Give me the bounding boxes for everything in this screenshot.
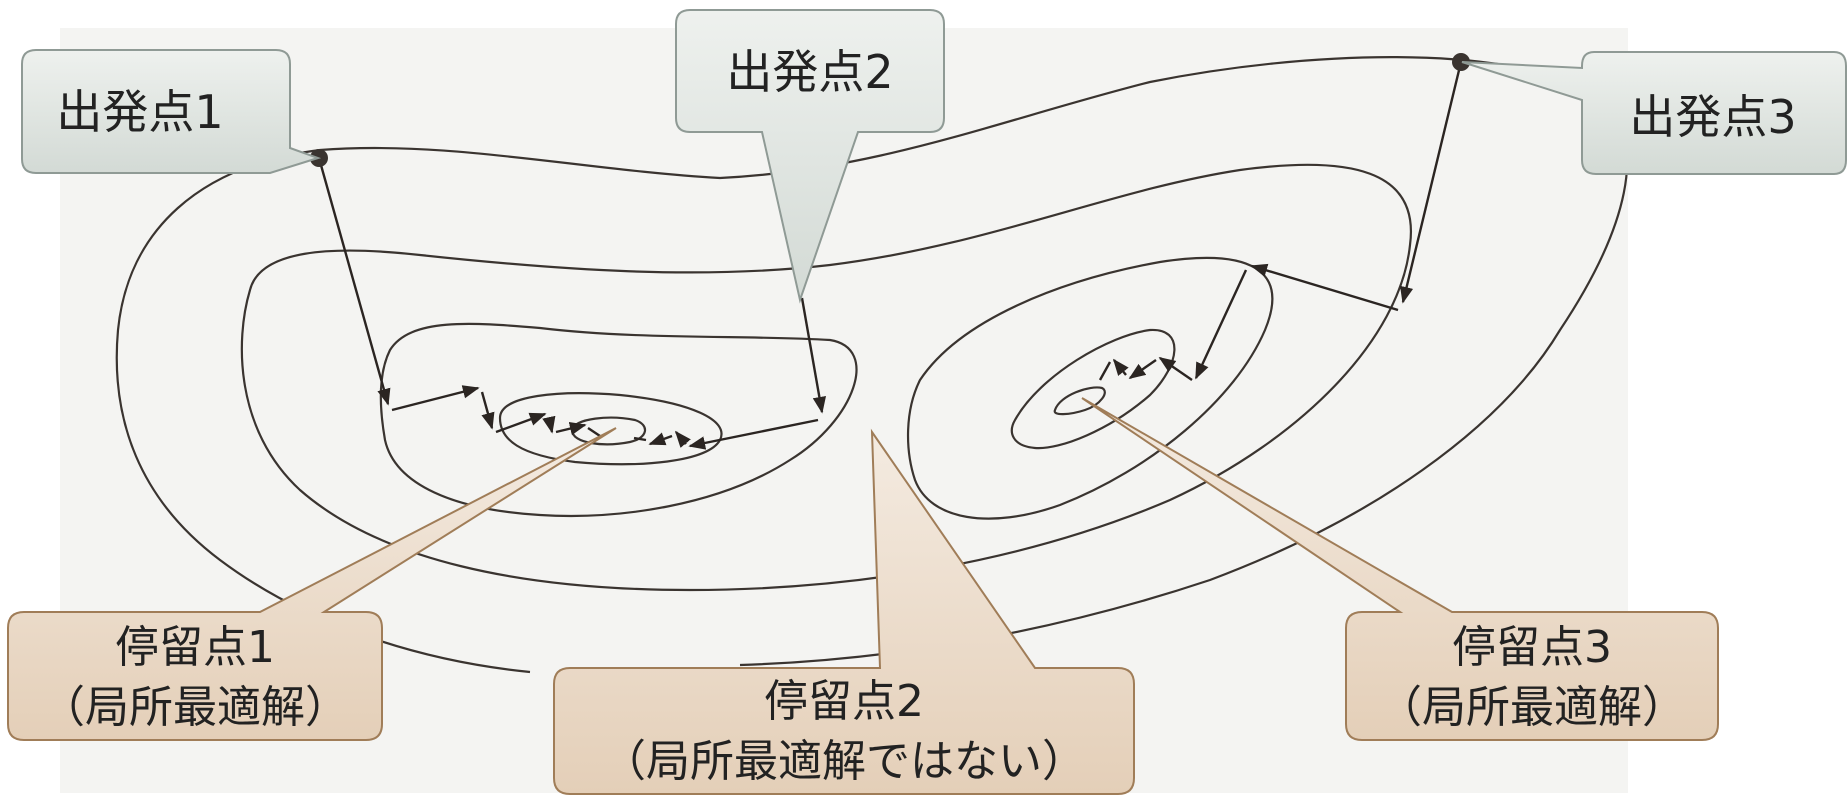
callout-start-3: 出発点3 <box>1461 51 1847 175</box>
contour-line-innermost-right <box>1053 386 1106 416</box>
contour-line-3-left <box>379 322 858 518</box>
descent-path-3-step <box>1250 263 1399 312</box>
callout-stationary-1: 停留点1 （局所最適解） <box>7 427 617 741</box>
descent-paths <box>317 61 1463 450</box>
callout-stationary-2-line2: （局所最適解ではない） <box>602 736 1086 787</box>
descent-path-3-step <box>1112 358 1129 377</box>
callout-stationary-3-line1: 停留点3 <box>1452 622 1612 673</box>
callout-stationary-1-line1: 停留点1 <box>115 622 275 673</box>
callout-stationary-2: 停留点2 （局所最適解ではない） <box>553 428 1135 795</box>
callout-stationary-3-shape <box>1081 397 1719 741</box>
contour-lines <box>115 56 1629 674</box>
descent-path-1-step <box>480 391 495 430</box>
callout-start-2: 出発点2 <box>675 9 945 304</box>
contour-line-inner-right <box>1010 328 1176 450</box>
descent-path-3-step <box>1098 361 1112 381</box>
contour-line-2 <box>240 163 1413 592</box>
descent-path-3 <box>1400 61 1463 304</box>
descent-path-3-step <box>1158 357 1193 381</box>
descent-path-2-step <box>688 418 819 450</box>
contour-line-outer <box>115 56 1629 674</box>
descent-path-1-step <box>495 412 547 434</box>
descent-path-1-step <box>391 385 480 412</box>
descent-path-1-step <box>587 427 601 437</box>
descent-path-1-step <box>542 415 556 434</box>
callout-stationary-2-shape <box>553 428 1135 795</box>
descent-path-2-step <box>633 436 647 442</box>
callout-stationary-1-shape <box>7 427 617 741</box>
callout-stationary-2-line1: 停留点2 <box>764 676 924 727</box>
descent-path-2 <box>800 297 827 414</box>
descent-path-3-step <box>1194 269 1248 380</box>
callout-start-2-shape <box>675 9 945 304</box>
callout-start-2-label: 出発点2 <box>726 45 893 99</box>
callout-stationary-3: 停留点3 （局所最適解） <box>1081 397 1719 741</box>
callout-start-1-label: 出発点1 <box>56 85 223 139</box>
descent-path-2-step <box>674 430 691 448</box>
callout-stationary-3-line2: （局所最適解） <box>1378 682 1686 733</box>
descent-path-1-step <box>555 422 587 436</box>
contour-line-3-right <box>906 256 1274 520</box>
callout-start-3-label: 出発点3 <box>1629 90 1796 144</box>
descent-path-2-step <box>648 432 673 446</box>
callout-stationary-1-line2: （局所最適解） <box>41 682 349 733</box>
callout-start-1-shape <box>21 49 322 174</box>
descent-path-3-step <box>1128 359 1157 379</box>
descent-path-1 <box>317 157 391 406</box>
start-point-3-marker <box>1452 53 1470 71</box>
callout-start-3-shape <box>1461 51 1847 175</box>
callout-start-1: 出発点1 <box>21 49 322 174</box>
